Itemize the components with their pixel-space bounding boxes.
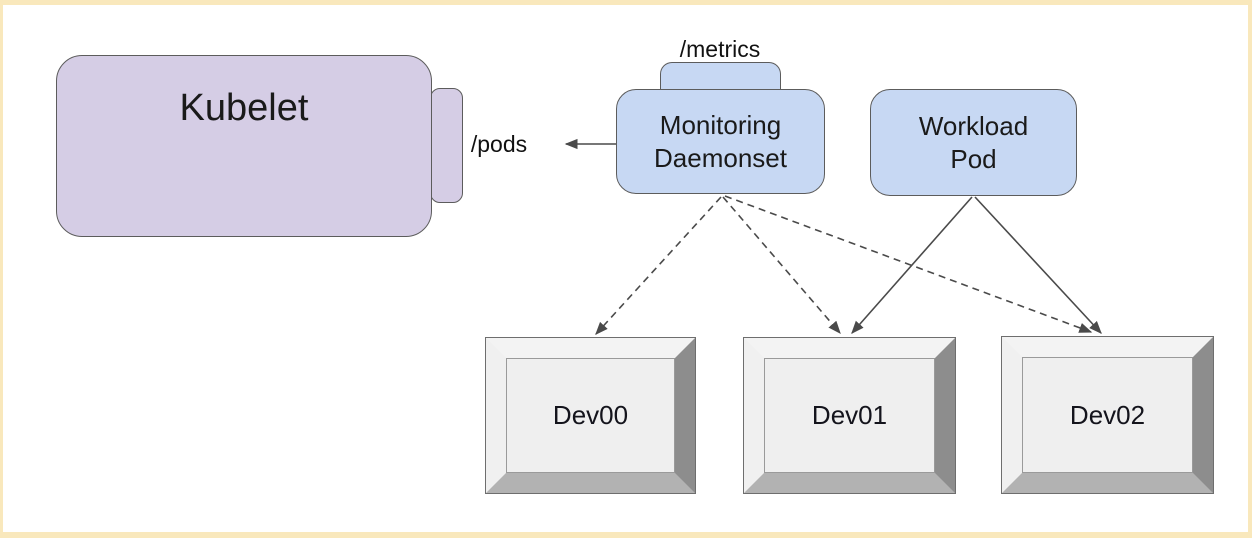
device-dev02: Dev02 — [1001, 336, 1214, 494]
monitoring-daemonset-label-line1: Monitoring — [659, 109, 782, 140]
node-workload-pod: Workload Pod — [870, 89, 1077, 196]
edge-workload-pod-to-dev02 — [974, 196, 1102, 334]
edge-monitoring-daemonset-to-dev00 — [595, 196, 722, 335]
pods-endpoint-label: /pods — [470, 131, 528, 157]
metrics-endpoint-label: /metrics — [679, 36, 761, 62]
workload-pod-label-line1: Workload — [918, 110, 1029, 141]
device-dev01-label: Dev01 — [811, 400, 888, 430]
device-dev00-face: Dev00 — [506, 358, 675, 473]
node-monitoring-daemonset: Monitoring Daemonset — [616, 89, 825, 194]
device-dev01-face: Dev01 — [764, 358, 935, 473]
kubelet-label: Kubelet — [179, 87, 309, 129]
device-dev00-label: Dev00 — [552, 400, 629, 430]
workload-pod-label-line2: Pod — [950, 143, 997, 174]
monitoring-daemonset-label-line2: Daemonset — [654, 142, 787, 173]
node-kubelet: Kubelet — [56, 55, 432, 237]
edge-monitoring-daemonset-to-dev01 — [722, 196, 841, 334]
device-dev02-face: Dev02 — [1022, 357, 1193, 473]
edge-monitoring-daemonset-to-dev02 — [724, 195, 1093, 333]
device-dev00: Dev00 — [485, 337, 696, 494]
edge-workload-pod-to-dev01 — [851, 196, 973, 334]
device-dev01: Dev01 — [743, 337, 956, 494]
device-dev02-label: Dev02 — [1069, 399, 1146, 430]
